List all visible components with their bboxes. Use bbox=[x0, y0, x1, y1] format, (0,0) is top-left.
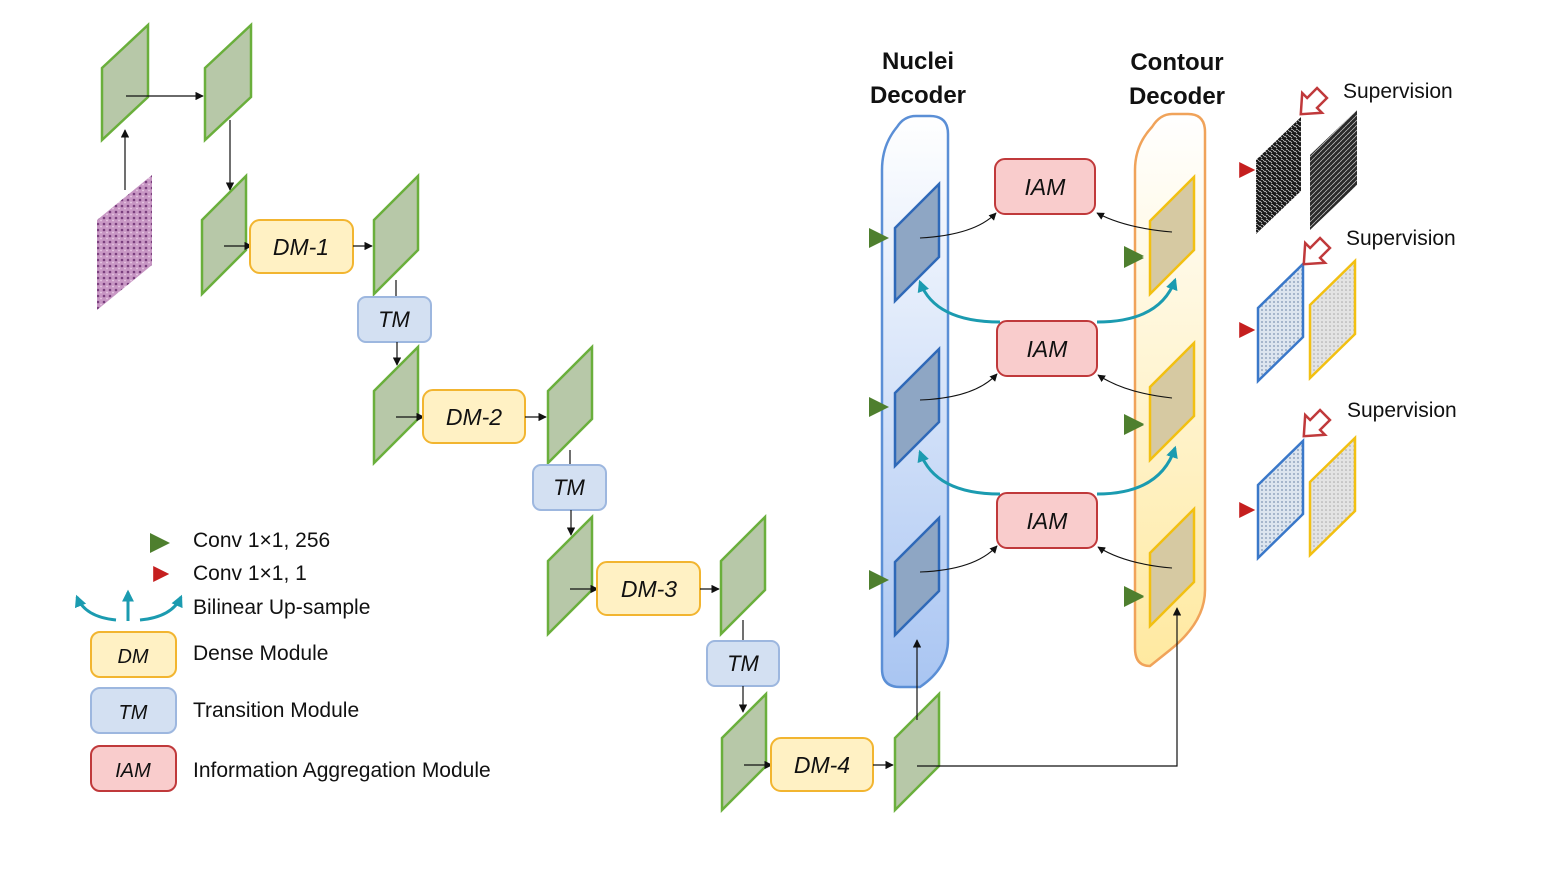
stem-feature-map-1 bbox=[100, 22, 150, 143]
supervision-label-2: Supervision bbox=[1346, 227, 1456, 250]
feature-map-l3-out bbox=[719, 513, 767, 638]
legend-dm-swatch bbox=[90, 631, 177, 678]
iam-2-label: IAM bbox=[1027, 336, 1069, 362]
contour-decoder-title-line1: Contour bbox=[1130, 49, 1223, 76]
arrow-c3-to-iam3 bbox=[1097, 546, 1173, 569]
legend: Conv 1×1, 256 Conv 1×1, 1 Bilinear Up-sa… bbox=[75, 529, 491, 792]
output-map-3a bbox=[1256, 438, 1305, 561]
output-map-1b bbox=[1310, 110, 1357, 230]
iam-1-label: IAM bbox=[1025, 174, 1067, 200]
contour-feature-map-2 bbox=[1148, 339, 1196, 464]
contour-feature-map-1 bbox=[1148, 173, 1196, 298]
supervision-arrow-3 bbox=[1302, 408, 1332, 438]
upsample-arc-iam2-right bbox=[1096, 277, 1178, 324]
tm-3-label: TM bbox=[727, 651, 759, 676]
legend-iam-key: IAM bbox=[115, 760, 151, 782]
output-map-3b bbox=[1308, 435, 1357, 558]
contour-decoder-title-line2: Decoder bbox=[1129, 83, 1225, 110]
dm-1-label: DM-1 bbox=[273, 234, 329, 260]
stem-feature-map-2 bbox=[203, 22, 253, 143]
feature-map-l4-in bbox=[720, 690, 768, 814]
supervision-label-1: Supervision bbox=[1343, 80, 1453, 103]
tm-2-label: TM bbox=[553, 475, 585, 500]
output-map-2b bbox=[1308, 258, 1357, 381]
legend-upsample-label: Bilinear Up-sample bbox=[193, 596, 370, 619]
legend-dm-key: DM bbox=[117, 646, 148, 668]
arrow-n1-to-iam1 bbox=[919, 212, 997, 239]
feature-map-l1-in bbox=[200, 172, 248, 298]
legend-iam-desc: Information Aggregation Module bbox=[193, 759, 491, 782]
tm-1-block bbox=[357, 296, 432, 343]
dm-3-label: DM-3 bbox=[621, 576, 677, 602]
arrow-c2-to-iam2 bbox=[1097, 374, 1173, 399]
iam-1-block bbox=[994, 158, 1096, 215]
supervision-arrow-1 bbox=[1299, 86, 1329, 116]
arrow-n2-to-iam2 bbox=[919, 373, 998, 401]
dm-4-label: DM-4 bbox=[794, 752, 850, 778]
arrow-n3-to-iam3 bbox=[919, 545, 998, 573]
input-histology-image bbox=[97, 175, 152, 310]
supervision-label-3: Supervision bbox=[1347, 399, 1457, 422]
nuclei-decoder-title-line1: Nuclei bbox=[882, 48, 954, 75]
iam-3-label: IAM bbox=[1027, 508, 1069, 534]
tm-1-label: TM bbox=[378, 307, 410, 332]
legend-dm-desc: Dense Module bbox=[193, 642, 328, 665]
tm-2-block bbox=[532, 464, 607, 511]
legend-tm-swatch bbox=[90, 687, 177, 734]
feature-map-l2-out bbox=[546, 343, 594, 467]
legend-conv1-label: Conv 1×1, 1 bbox=[193, 562, 307, 585]
upsample-arc-iam3-left bbox=[917, 449, 1001, 496]
upsample-arc-iam3-right bbox=[1096, 445, 1178, 496]
nuclei-decoder-title-line2: Decoder bbox=[870, 82, 966, 109]
legend-tm-key: TM bbox=[119, 702, 148, 724]
legend-conv256-label: Conv 1×1, 256 bbox=[193, 529, 330, 552]
legend-upsample-left-icon bbox=[75, 594, 117, 622]
arrow-l4-to-contour bbox=[917, 607, 1182, 767]
supervision-arrow-2 bbox=[1302, 236, 1332, 266]
legend-upsample-right-icon bbox=[139, 594, 183, 622]
feature-map-l1-out bbox=[372, 172, 420, 298]
output-map-1a bbox=[1256, 117, 1301, 234]
upsample-arc-iam2-left bbox=[917, 279, 1001, 324]
feature-map-l3-in bbox=[546, 513, 594, 638]
dm-2-label: DM-2 bbox=[446, 404, 502, 430]
feature-map-l2-in bbox=[372, 343, 420, 467]
legend-tm-desc: Transition Module bbox=[193, 699, 359, 722]
iam-3-block bbox=[996, 492, 1098, 549]
iam-2-block bbox=[996, 320, 1098, 377]
legend-iam-swatch bbox=[90, 745, 177, 792]
nuclei-feature-map-3 bbox=[893, 514, 941, 639]
arrow-c1-to-iam1 bbox=[1096, 212, 1173, 233]
output-map-2a bbox=[1256, 261, 1305, 384]
